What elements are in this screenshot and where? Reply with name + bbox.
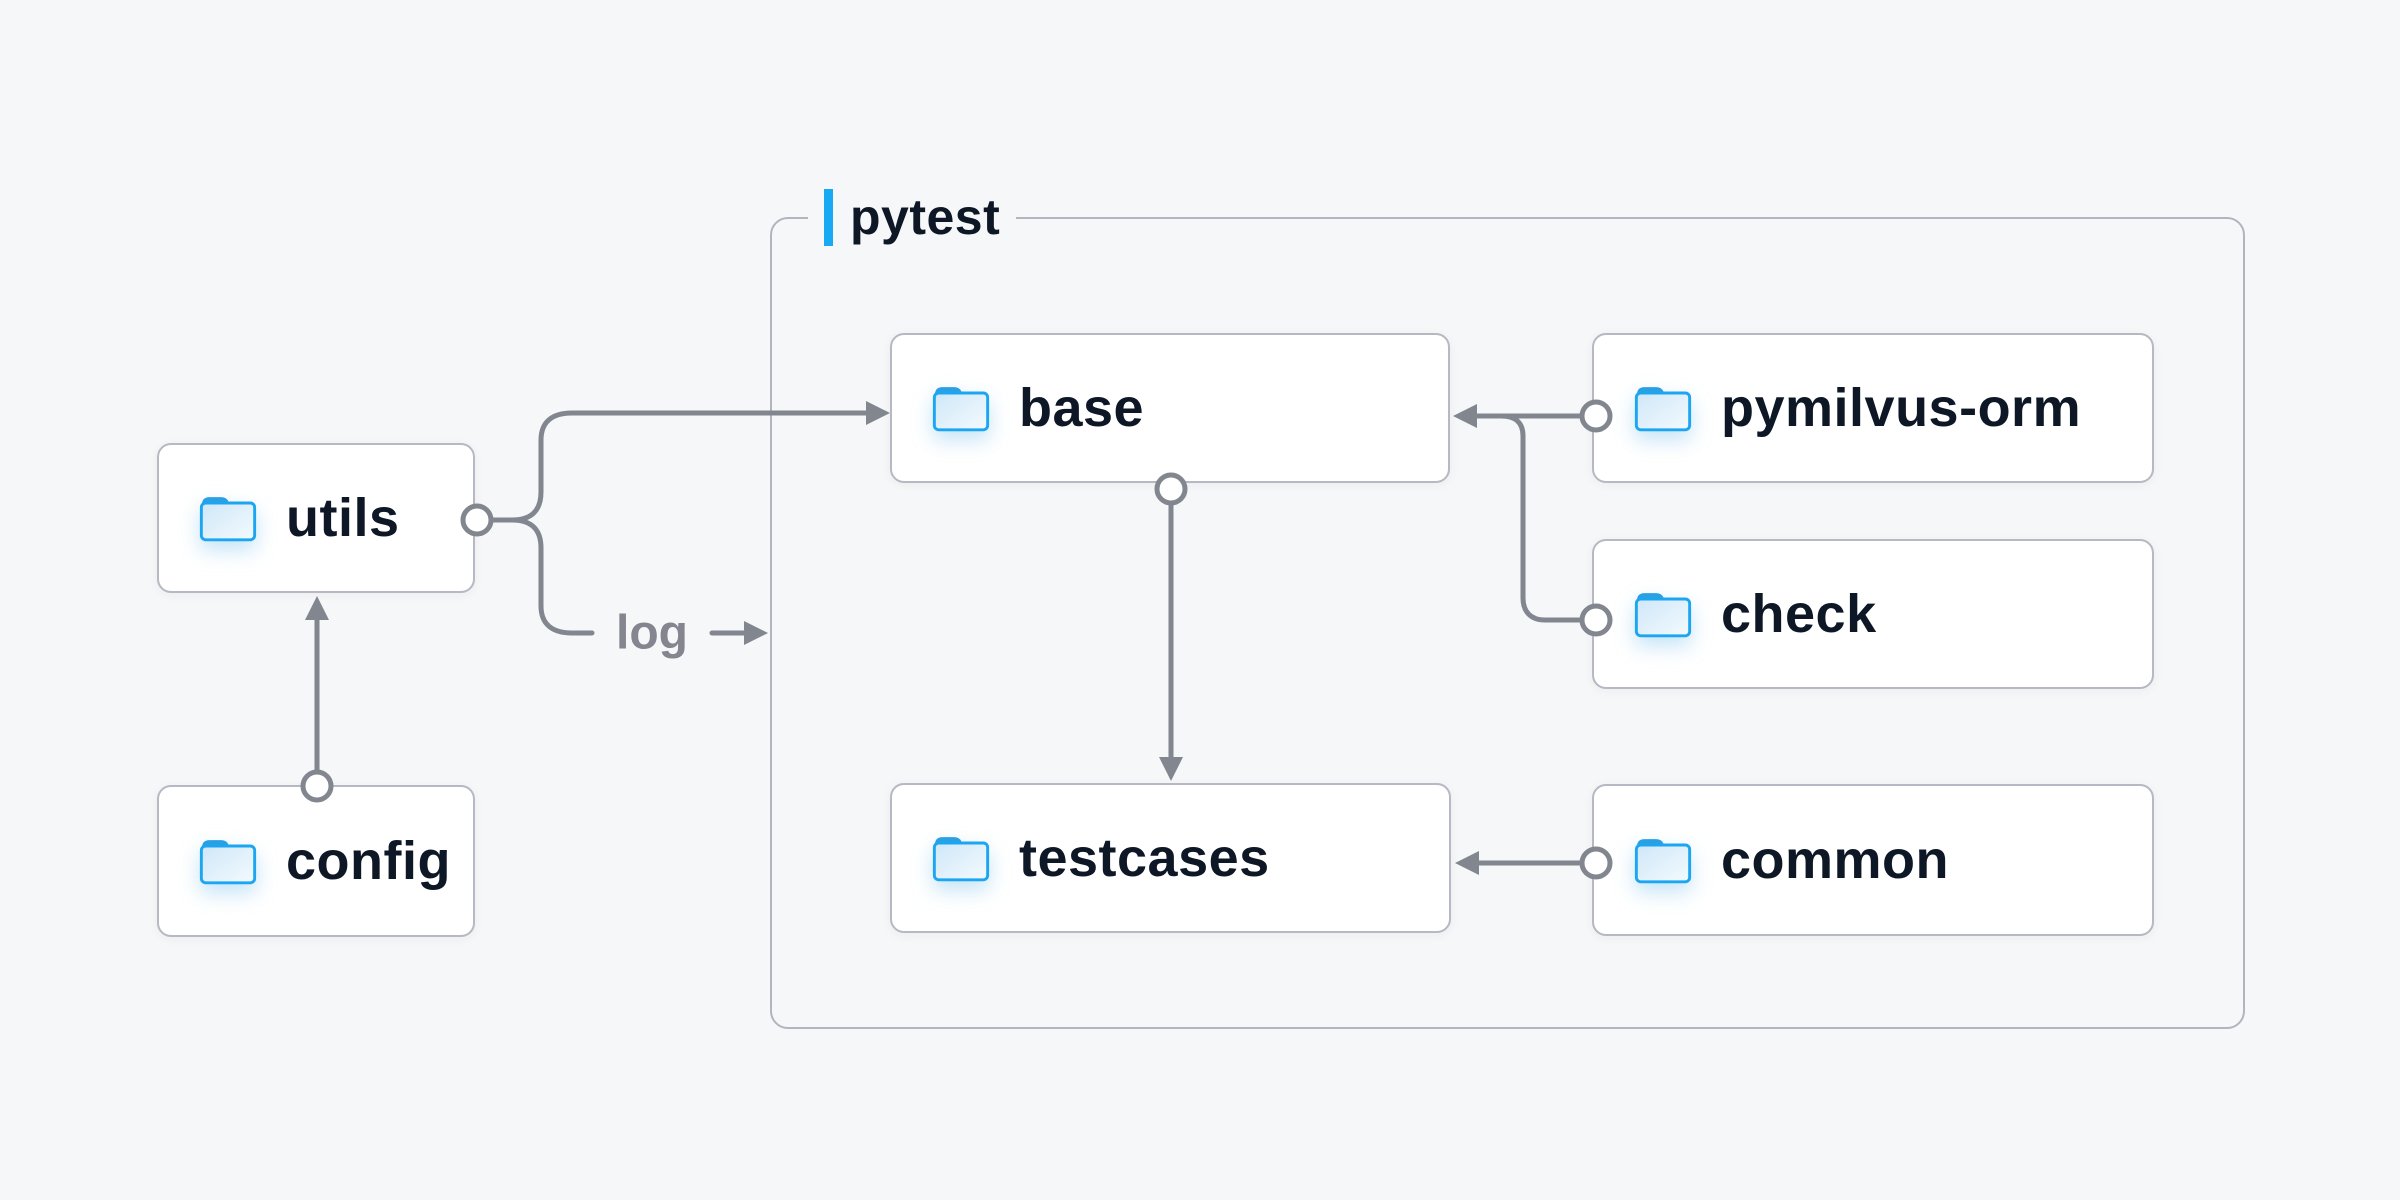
pytest-group-title: pytest bbox=[850, 189, 1001, 245]
folder-icon bbox=[197, 492, 259, 544]
node-common-label: common bbox=[1721, 830, 1950, 890]
node-base: base bbox=[890, 333, 1450, 483]
edge-utils-log-stub bbox=[509, 517, 595, 636]
node-utils-label: utils bbox=[286, 488, 400, 548]
folder-icon bbox=[930, 382, 992, 434]
folder-icon bbox=[1632, 834, 1694, 886]
node-config: config bbox=[157, 785, 475, 937]
folder-icon bbox=[1632, 588, 1694, 640]
node-testcases: testcases bbox=[890, 783, 1451, 933]
node-common: common bbox=[1592, 784, 2154, 936]
arrowhead-log-icon bbox=[744, 621, 768, 645]
arrowhead-up-icon bbox=[305, 596, 329, 620]
node-pymilvus-orm: pymilvus-orm bbox=[1592, 333, 2154, 483]
node-config-label: config bbox=[286, 831, 451, 891]
pytest-group-label: pytest bbox=[808, 188, 1017, 246]
accent-bar bbox=[824, 188, 833, 246]
folder-icon bbox=[197, 835, 259, 887]
node-check-label: check bbox=[1721, 584, 1877, 644]
pytest-group-box bbox=[770, 217, 2245, 1029]
edge-log-label: log bbox=[616, 606, 688, 660]
node-base-label: base bbox=[1019, 378, 1145, 438]
node-testcases-label: testcases bbox=[1019, 828, 1270, 888]
node-utils: utils bbox=[157, 443, 475, 593]
node-pymilvus-orm-label: pymilvus-orm bbox=[1721, 378, 2082, 438]
folder-icon bbox=[930, 832, 992, 884]
edge-config-to-utils bbox=[300, 596, 334, 803]
node-check: check bbox=[1592, 539, 2154, 689]
folder-icon bbox=[1632, 382, 1694, 434]
